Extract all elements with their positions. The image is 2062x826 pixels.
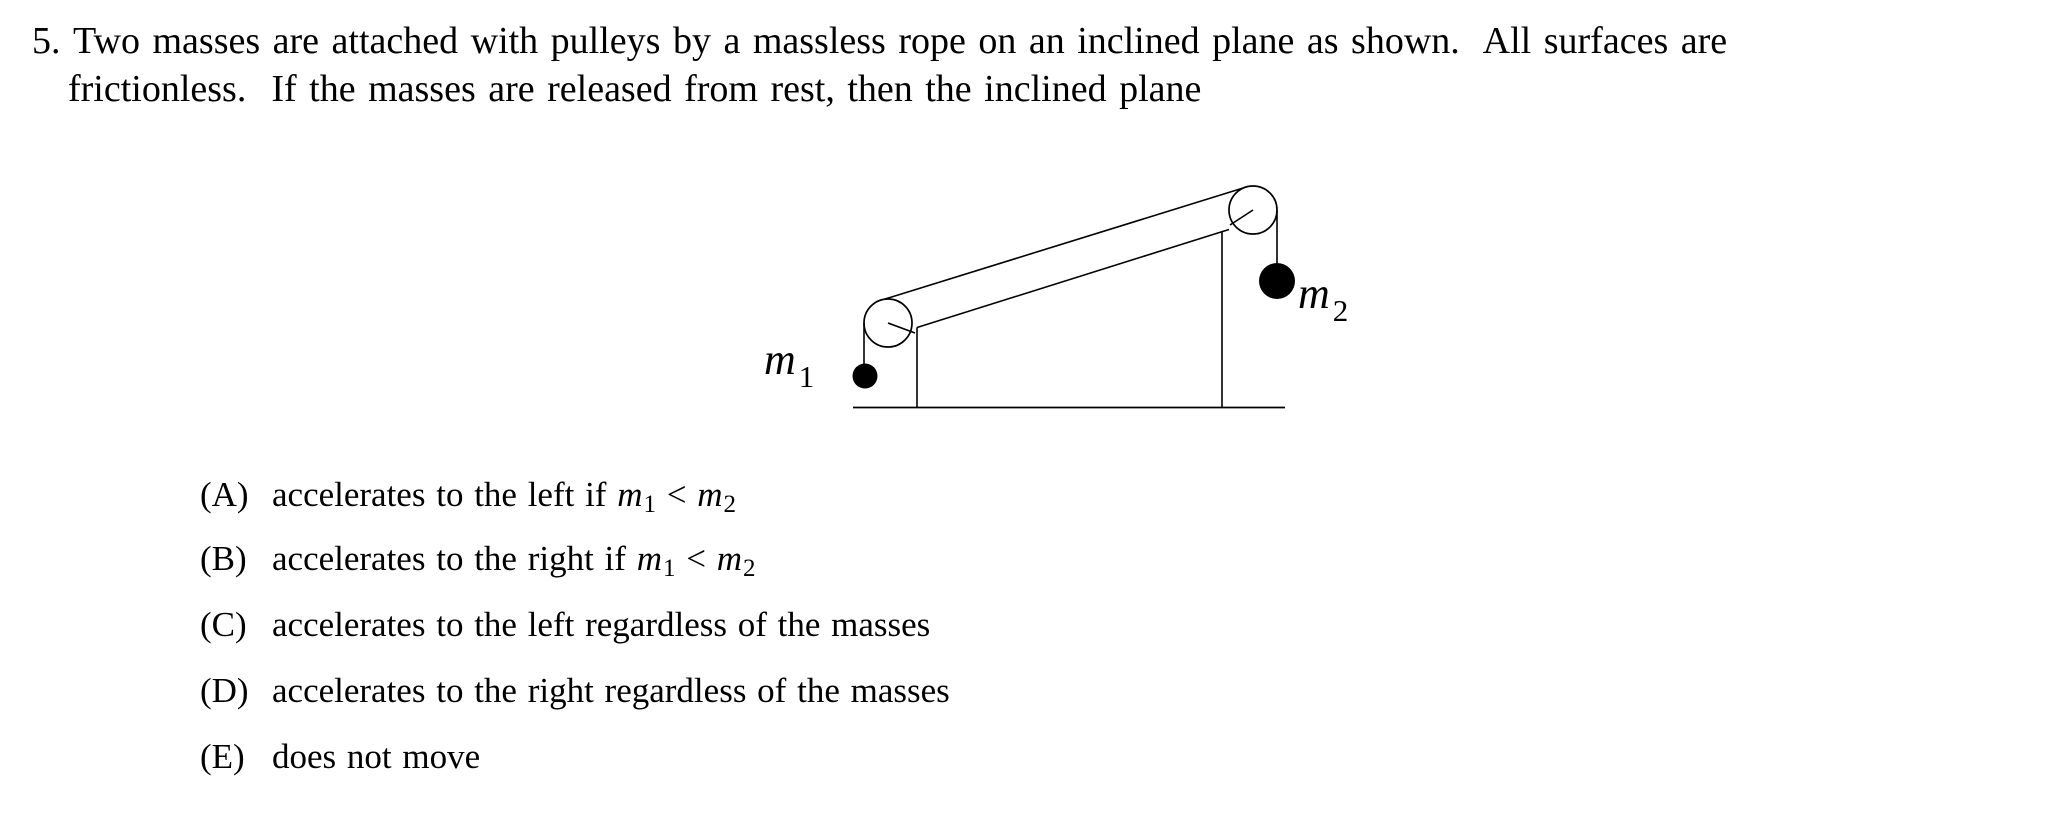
m1-symbol: m	[764, 335, 796, 384]
choice-row-A: (A) accelerates to the left if m1 < m2	[200, 475, 737, 518]
mass-m1	[852, 363, 878, 389]
choice-text: accelerates to the left regardless of th…	[272, 605, 931, 644]
choice-text: accelerates to the right if m1 < m2	[272, 539, 756, 582]
question-text-line1: Two masses are attached with pulleys by …	[73, 20, 1728, 62]
choice-label: (E)	[200, 737, 245, 776]
math-variable: m	[636, 539, 662, 578]
choice-row-E: (E) does not move	[200, 739, 480, 774]
incline-surface	[916, 228, 1230, 329]
rope-over-incline	[876, 185, 1249, 303]
left-pulley-axle	[887, 322, 916, 334]
math-variable: m	[716, 539, 742, 578]
m2-subscript: 2	[1332, 293, 1349, 328]
choice-label: (A)	[200, 475, 249, 514]
m2-symbol: m	[1298, 269, 1330, 318]
choice-row-C: (C) accelerates to the left regardless of…	[200, 607, 930, 642]
mass-m2	[1259, 263, 1295, 299]
choice-text: accelerates to the right regardless of t…	[272, 671, 950, 710]
mass-m2-label: m2	[1298, 269, 1348, 327]
choice-row-B: (B) accelerates to the right if m1 < m2	[200, 539, 756, 582]
choice-row-D: (D) accelerates to the right regardless o…	[200, 673, 950, 708]
math-subscript: 1	[662, 555, 676, 582]
math-subscript: 2	[723, 491, 737, 518]
incline-diagram	[852, 185, 1295, 409]
choice-label: (C)	[200, 605, 247, 644]
question-text-line2: frictionless. If the masses are released…	[68, 68, 1202, 110]
m1-subscript: 1	[798, 359, 815, 394]
question-number: 5.	[32, 20, 61, 62]
math-variable: m	[697, 475, 723, 514]
choice-text: does not move	[272, 737, 481, 776]
math-subscript: 1	[643, 491, 657, 518]
choice-text: accelerates to the left if m1 < m2	[272, 475, 737, 518]
math-variable: m	[617, 475, 643, 514]
choice-label: (D)	[200, 671, 249, 710]
math-subscript: 2	[743, 555, 756, 582]
right-pulley-axle	[1229, 209, 1254, 226]
mass-m1-label: m1	[764, 335, 814, 393]
choice-label: (B)	[200, 539, 247, 578]
